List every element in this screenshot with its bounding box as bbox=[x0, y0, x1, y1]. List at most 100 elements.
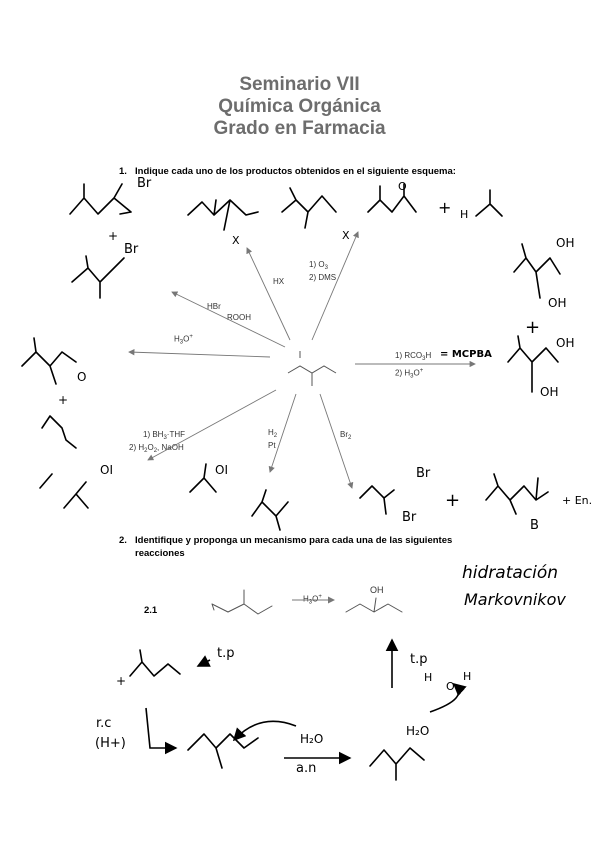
note-markovnikov: Markovnikov bbox=[464, 590, 566, 609]
product-bromoalkane-1 bbox=[69, 183, 132, 215]
label-plus-2: + bbox=[108, 229, 119, 243]
note-o: O bbox=[446, 680, 455, 693]
label-plus-5: + bbox=[445, 490, 461, 511]
mech-carbocation-2 bbox=[187, 733, 259, 769]
note-h2o-mech: H₂O bbox=[406, 724, 430, 738]
label-br-3: Br bbox=[416, 466, 431, 481]
mech-alkene-start bbox=[211, 589, 273, 615]
label-plus-4: + bbox=[58, 393, 69, 407]
mech-arrow-rc bbox=[145, 707, 178, 755]
label-oi-2: OI bbox=[215, 463, 228, 477]
mech-arrow-proton bbox=[429, 682, 467, 713]
reagent-rooh: ROOH bbox=[227, 313, 251, 322]
note-tp-2: t.p bbox=[410, 652, 428, 667]
epox-2-rest: O bbox=[413, 368, 420, 378]
product-dibromide-1 bbox=[359, 485, 395, 515]
hydrob-2: 2) H bbox=[129, 443, 145, 452]
q2-reagent: H3O+ bbox=[303, 594, 322, 606]
q2-text-1: Identifique y proponga un mecanismo para… bbox=[135, 535, 453, 546]
product-hydroboration-alcohol bbox=[189, 463, 217, 493]
epox-2: 2) H bbox=[395, 368, 411, 378]
note-h-left: H bbox=[424, 671, 433, 684]
label-oh-4: OH bbox=[540, 385, 559, 399]
product-halide-4 bbox=[281, 187, 337, 229]
label-ald-h: H bbox=[460, 208, 469, 221]
q2-sub-label: 2.1 bbox=[144, 605, 158, 616]
reagent-o3: 1) O bbox=[309, 260, 325, 269]
label-plus-1: + bbox=[438, 198, 452, 217]
note-plus-en: + En. bbox=[562, 494, 593, 507]
note-rc-h: (H+) bbox=[95, 736, 126, 751]
hydrob-1-sub: 3 bbox=[163, 435, 167, 441]
epox-1: 1) RCO bbox=[395, 351, 423, 360]
product-hydroboration-top bbox=[41, 415, 77, 449]
h2-h: H bbox=[268, 428, 274, 437]
note-tp-1: t.p bbox=[217, 646, 235, 661]
product-dibromide-2 bbox=[485, 473, 549, 515]
hydrob-1: 1) BH bbox=[143, 430, 164, 439]
q1-number: 1. bbox=[119, 166, 127, 177]
q2-reagent-h: H bbox=[303, 594, 309, 604]
product-alcohol-left bbox=[21, 337, 77, 385]
label-oh-1: OH bbox=[556, 236, 575, 250]
title-grado: Grado en Farmacia bbox=[213, 118, 386, 139]
product-diol-top bbox=[513, 243, 561, 299]
title-quimica: Química Orgánica bbox=[218, 96, 381, 117]
reaction-arrows bbox=[128, 231, 476, 489]
epox-1-rest: H bbox=[425, 351, 432, 360]
q2-text-2: reacciones bbox=[135, 548, 185, 559]
pt: Pt bbox=[268, 441, 276, 450]
h3o-o: O bbox=[183, 334, 190, 344]
product-bromoalkane-2 bbox=[71, 255, 125, 299]
h3o-sup: + bbox=[189, 334, 193, 340]
reagent-hydrogenation: H2 Pt bbox=[268, 428, 277, 451]
product-diol-bottom bbox=[507, 335, 559, 393]
product-halide-3 bbox=[187, 199, 259, 231]
label-x-2: X bbox=[342, 229, 350, 242]
mech-arrow-tp1 bbox=[196, 655, 211, 667]
q2-reagent-sup: + bbox=[318, 594, 322, 600]
label-plus-3: + bbox=[525, 317, 541, 338]
product-aldehyde bbox=[475, 189, 503, 217]
note-h-right: H bbox=[463, 670, 472, 683]
label-oi-1: OI bbox=[100, 463, 113, 477]
h3o-h: H bbox=[174, 334, 180, 344]
label-ketone-o: O bbox=[398, 180, 407, 193]
reagent-br2: Br2 bbox=[340, 430, 351, 441]
label-x-1: X bbox=[232, 234, 240, 247]
epox-2-sub: 3 bbox=[410, 373, 414, 380]
label-b-5: B bbox=[530, 518, 539, 533]
h2-sub: 2 bbox=[273, 433, 278, 439]
h3o-sub: 3 bbox=[179, 339, 184, 346]
reagent-hbr: HBr bbox=[207, 302, 221, 311]
central-alkene bbox=[287, 351, 337, 386]
br2-sub: 2 bbox=[348, 435, 352, 441]
epox-1-sub: 3 bbox=[422, 356, 426, 362]
product-hydroboration bbox=[39, 473, 89, 509]
reagent-o3-sub: 3 bbox=[324, 265, 328, 271]
note-mcpba: = MCPBA bbox=[440, 349, 492, 360]
epox-2-sup: + bbox=[419, 368, 424, 374]
mech-oxonium bbox=[369, 747, 425, 781]
q2-reagent-sub: 3 bbox=[308, 599, 313, 606]
note-h2o-top: H₂O bbox=[300, 732, 324, 746]
q2-product-oh: OH bbox=[370, 585, 384, 595]
title-seminario: Seminario VII bbox=[239, 74, 360, 95]
hydrob-1-rest: ·THF bbox=[166, 430, 186, 439]
product-alkane bbox=[251, 489, 289, 531]
label-oh-2: OH bbox=[548, 296, 567, 310]
label-oh-5: O bbox=[77, 370, 87, 384]
reagent-ozonolysis: 1) O3 2) DMS bbox=[309, 260, 336, 283]
reagent-hx: HX bbox=[273, 277, 285, 286]
mech-carbocation-1 bbox=[129, 649, 181, 677]
mech-product-alcohol bbox=[345, 597, 403, 613]
note-hidratacion: hidratación bbox=[462, 563, 559, 583]
br2-br: Br bbox=[340, 430, 348, 439]
label-br-4: Br bbox=[402, 510, 417, 525]
note-rc: r.c bbox=[96, 716, 112, 731]
label-plus-6: + bbox=[116, 674, 127, 688]
hydrob-2-mid: O bbox=[147, 443, 154, 452]
hydrob-2-sub2: 2 bbox=[153, 448, 158, 454]
q2-reagent-o: O bbox=[312, 594, 319, 604]
mech-arrow-nucleophilic bbox=[232, 720, 297, 742]
